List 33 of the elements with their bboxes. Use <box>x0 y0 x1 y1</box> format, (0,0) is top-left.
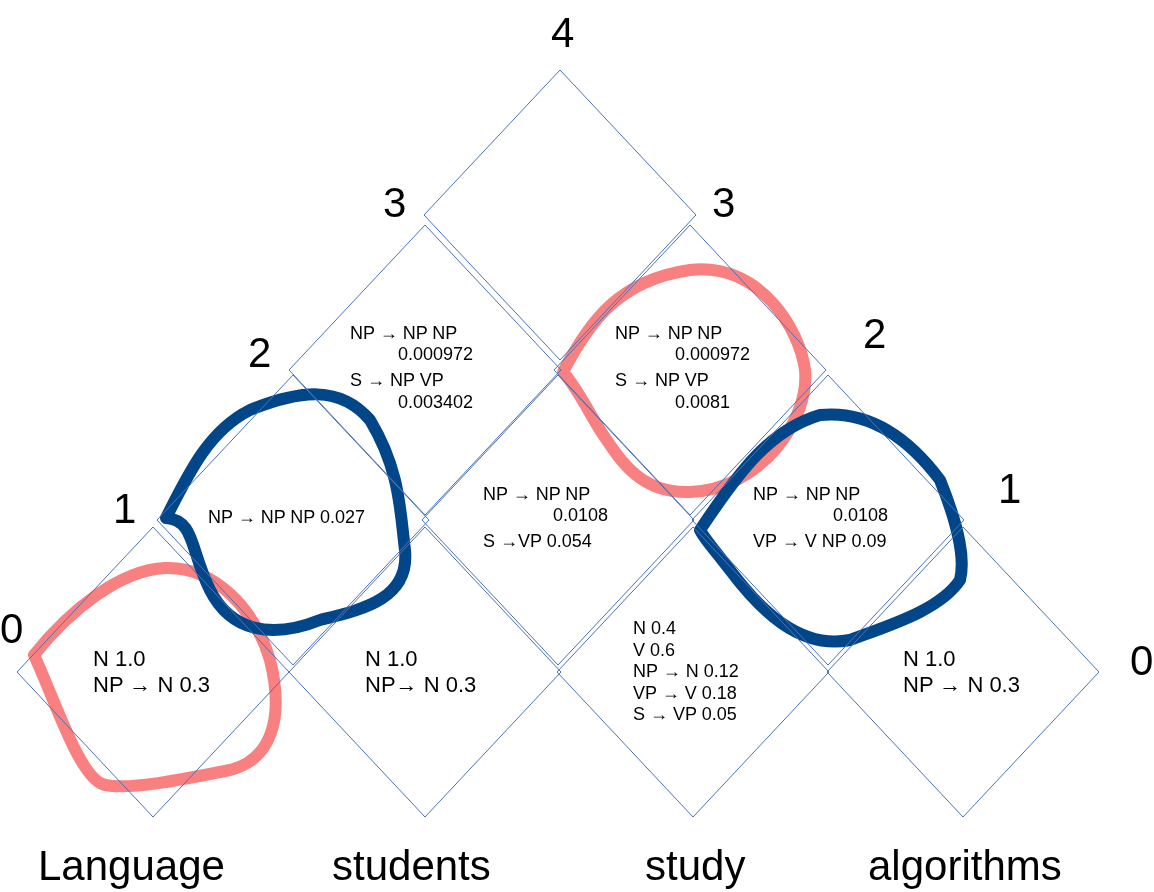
span-number: 0 <box>0 608 24 650</box>
span-number: 1 <box>113 488 137 530</box>
rule-text: V 0.6 <box>633 639 677 662</box>
word-label: students <box>332 845 491 887</box>
rule-text: NP → NP NP 0.0108 <box>483 483 610 527</box>
rule-text: N 1.0 <box>903 645 957 672</box>
rule-text: N 1.0 <box>365 645 419 672</box>
rule-text: NP → N 0.3 <box>903 672 1021 699</box>
span-number: 3 <box>383 182 407 224</box>
rule-text: N 0.4 <box>633 618 678 640</box>
span-number: 1 <box>998 468 1022 510</box>
span-number: 2 <box>863 313 887 355</box>
rule-text: S → NP VP 0.003402 <box>350 370 475 414</box>
word-label: algorithms <box>868 845 1062 887</box>
rule-text: NP → N 0.12 <box>633 661 740 683</box>
rule-text: NP → NP NP 0.0108 <box>753 483 890 527</box>
rule-text: NP → N 0.3 <box>93 672 211 699</box>
rule-text: NP → NP NP 0.000972 <box>615 322 752 366</box>
span-number: 3 <box>712 182 736 224</box>
rule-text: VP → V 0.18 <box>633 682 738 705</box>
word-label: Language <box>38 845 225 887</box>
rule-text: NP→ N 0.3 <box>365 672 478 699</box>
rule-text: S →VP 0.054 <box>483 530 593 553</box>
span-number: 0 <box>1130 640 1154 682</box>
span-number: 2 <box>248 332 272 374</box>
rule-text: NP → NP NP 0.000972 <box>350 322 475 366</box>
rule-text: S → VP 0.05 <box>633 704 738 726</box>
rule-text: N 1.0 <box>93 645 147 672</box>
rule-text: S → NP VP 0.0081 <box>615 370 732 414</box>
word-label: study <box>645 845 746 887</box>
rule-text: NP → NP NP 0.027 <box>208 507 367 529</box>
span-number: 4 <box>551 12 575 54</box>
rule-text: VP → V NP 0.09 <box>753 530 888 553</box>
